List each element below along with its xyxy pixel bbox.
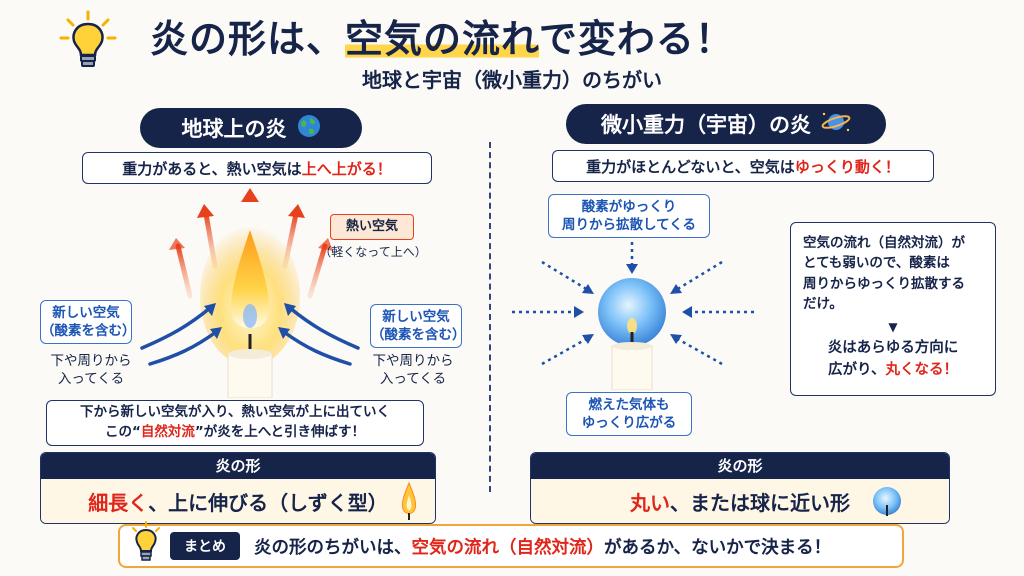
- summary-text: 炎の形のちがいは、空気の流れ（自然対流）があるか、ないかで決まる！: [254, 537, 832, 558]
- new-air-box-left: 新しい空気（酸素を含む）: [40, 300, 136, 344]
- earth-icon: [297, 114, 321, 143]
- earth-section-pill: 地球上の炎: [140, 108, 362, 148]
- new-air-box-right: 新しい空気（酸素を含む）: [370, 304, 466, 348]
- hot-air-note: （軽くなって上へ）: [319, 245, 427, 259]
- page-subtitle: 地球と宇宙（微小重力）のちがい: [362, 68, 662, 92]
- space-flame-diagram: [512, 242, 754, 390]
- summary-tag: まとめ: [170, 532, 240, 560]
- planet-icon: [821, 110, 851, 139]
- space-shape-panel: 炎の形 丸い、または球に近い形: [530, 452, 950, 524]
- lightbulb-icon: [58, 10, 118, 72]
- page-title: 炎の形は、空気の流れで変わる！: [150, 17, 734, 61]
- from-below-label-right: 下や周りから入ってくる: [372, 353, 454, 388]
- space-shape-heading: 炎の形: [531, 453, 949, 479]
- space-section-pill: 微小重力（宇宙）の炎: [566, 104, 886, 144]
- column-divider: [489, 142, 491, 492]
- earth-shape-panel: 炎の形 細長く、上に伸びる（しずく型）: [40, 452, 436, 524]
- title-highlight: 空気の流れ: [345, 17, 539, 61]
- summary-bar: まとめ 炎の形のちがいは、空気の流れ（自然対流）があるか、ないかで決まる！: [118, 524, 904, 568]
- from-below-label-left: 下や周りから入ってくる: [50, 353, 132, 388]
- space-explain-box: 空気の流れ（自然対流）が とても弱いので、酸素は 周りからゆっくり拡散する だけ…: [790, 222, 996, 396]
- hot-air-label: 熱い空気: [330, 214, 414, 240]
- earth-gravity-box: 重力があると、熱い空気は上へ上がる！: [82, 152, 432, 184]
- earth-candle-diagram: [140, 188, 360, 398]
- space-gravity-box: 重力がほとんどないと、空気はゆっくり動く！: [552, 150, 934, 182]
- summary-bulb-icon: [126, 520, 166, 568]
- burned-gas-box: 燃えた気体もゆっくり広がる: [566, 392, 692, 436]
- oxygen-diffuse-box: 酸素がゆっくり周りから拡散してくる: [548, 194, 710, 238]
- candle-flame-icon: [397, 481, 421, 523]
- convection-explain-box: 下から新しい空気が入り、熱い空気が上に出ていく この“自然対流”が炎を上へと引き…: [46, 400, 424, 446]
- down-triangle-icon: ▼: [888, 320, 898, 334]
- earth-shape-heading: 炎の形: [41, 453, 435, 479]
- round-flame-icon: [871, 485, 903, 522]
